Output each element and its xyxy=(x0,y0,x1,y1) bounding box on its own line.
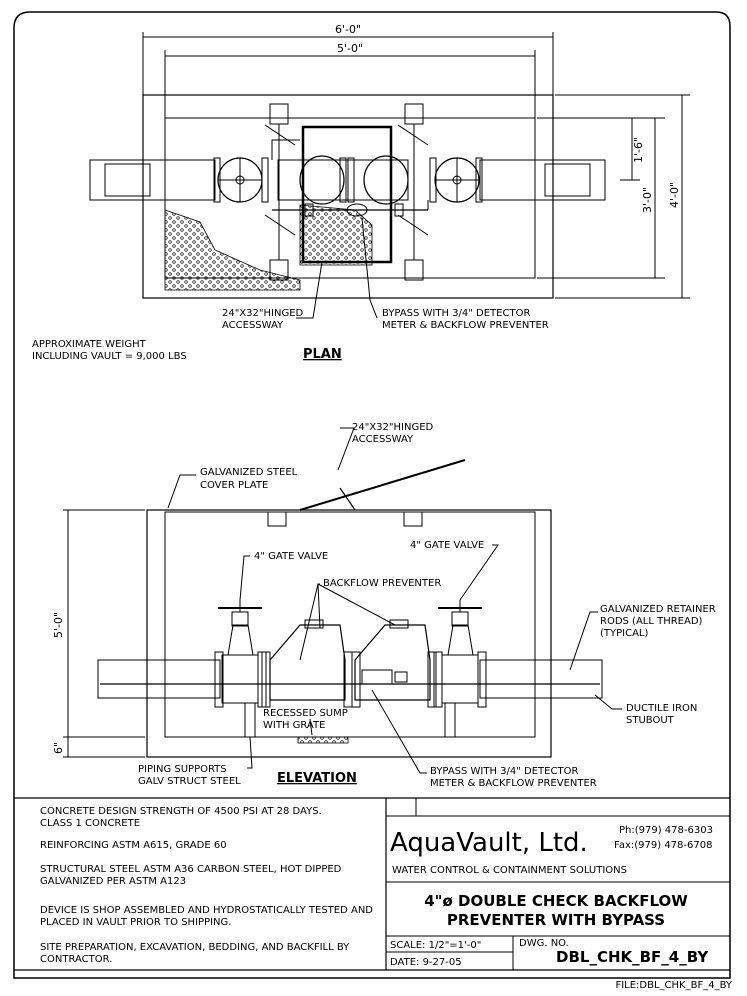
elev-sump-label-1: RECESSED SUMP xyxy=(263,708,348,719)
elev-check-valve-2-icon xyxy=(354,624,431,701)
sheet-border xyxy=(13,11,731,979)
dim-inner-width: 5'-0" xyxy=(337,42,363,55)
note-1-line-1: CONCRETE DESIGN STRENGTH OF 4500 PSI AT … xyxy=(40,806,322,817)
elev-check-valve-1-icon xyxy=(269,624,346,701)
dwg-no-label: DWG. NO. xyxy=(519,938,569,949)
elev-accessway-label-2: ACCESSWAY xyxy=(352,434,414,445)
weight-label-2: INCLUDING VAULT = 9,000 LBS xyxy=(32,351,187,362)
elev-vault-inner xyxy=(164,511,536,738)
plan-view: 6'-0" 5'-0" 1'-6" 3'-0" 4'-0" xyxy=(32,23,690,362)
dim-overall-depth: 4'-0" xyxy=(668,182,681,208)
elev-cover-label-2: COVER PLATE xyxy=(200,480,268,491)
elev-sump-grate xyxy=(297,736,349,744)
drawing-title-1: 4"ø DOUBLE CHECK BACKFLOW xyxy=(424,892,688,910)
note-3-line-1: STRUCTURAL STEEL ASTM A36 CARBON STEEL, … xyxy=(40,864,342,875)
elev-supports-label-2: GALV STRUCT STEEL xyxy=(138,776,241,787)
elev-supports-label-1: PIPING SUPPORTS xyxy=(138,764,227,775)
weight-label-1: APPROXIMATE WEIGHT xyxy=(32,339,147,350)
company-tagline: WATER CONTROL & CONTAINMENT SOLUTIONS xyxy=(392,865,627,876)
dwg-no: DBL_CHK_BF_4_BY xyxy=(556,948,709,966)
plan-check-valve-1-icon xyxy=(299,155,345,205)
company-phone: Ph:(979) 478-6303 xyxy=(619,825,713,836)
note-3-line-2: GALVANIZED PER ASTM A123 xyxy=(40,876,186,887)
elev-cover-label-1: GALVANIZED STEEL xyxy=(200,467,298,478)
note-4-line-2: PLACED IN VAULT PRIOR TO SHIPPING. xyxy=(40,917,231,928)
note-1-line-2: CLASS 1 CONCRETE xyxy=(40,818,140,829)
elev-accessway-label-1: 24"X32"HINGED xyxy=(352,422,434,433)
elev-gate-valve-right-label: 4" GATE VALVE xyxy=(410,540,484,551)
elevation-view: 24"X32"HINGED ACCESSWAY GALVANIZED STEEL… xyxy=(52,422,716,789)
note-5-line-1: SITE PREPARATION, EXCAVATION, BEDDING, A… xyxy=(40,942,350,953)
elev-gate-valve-left-label: 4" GATE VALVE xyxy=(254,551,328,562)
plan-accessway-leader xyxy=(296,261,323,319)
plan-accessway xyxy=(301,125,393,264)
elev-retainer-label-3: (TYPICAL) xyxy=(600,628,648,639)
plan-accessway-label-1: 24"X32"HINGED xyxy=(222,308,304,319)
elevation-title: ELEVATION xyxy=(277,771,357,786)
elev-backflow-label: BACKFLOW PREVENTER xyxy=(323,578,441,589)
plan-vault-inner xyxy=(164,117,536,279)
elev-bypass-label-2: METER & BACKFLOW PREVENTER xyxy=(430,778,597,789)
plan-accessway-label-2: ACCESSWAY xyxy=(222,320,284,331)
elev-sump-label-2: WITH GRATE xyxy=(263,720,325,731)
elev-bypass-label-1: BYPASS WITH 3/4" DETECTOR xyxy=(430,766,578,777)
company-name: AquaVault, Ltd. xyxy=(390,828,588,858)
date-label: DATE: 9-27-05 xyxy=(390,957,462,968)
elev-retainer-label-2: RODS (ALL THREAD) xyxy=(600,616,703,627)
elev-vault-outer xyxy=(146,509,552,758)
dim-inner-depth: 3'-0" xyxy=(641,187,654,213)
plan-title: PLAN xyxy=(303,347,342,362)
elev-ductile-label-1: DUCTILE IRON xyxy=(626,703,697,714)
elev-hinged-lid xyxy=(299,459,466,511)
dim-half-depth: 1'-6" xyxy=(632,137,645,163)
company-fax: Fax:(979) 478-6708 xyxy=(614,840,712,851)
scale-label: SCALE: 1/2"=1'-0" xyxy=(390,940,481,951)
plan-check-valve-2-icon xyxy=(363,155,409,205)
plan-pipe-right xyxy=(479,159,606,201)
plan-bypass-label-1: BYPASS WITH 3/4" DETECTOR xyxy=(382,308,530,319)
elev-dim-height: 5'-0" xyxy=(52,612,65,638)
elev-dim-base: 6" xyxy=(52,742,65,754)
drawing-title-2: PREVENTER WITH BYPASS xyxy=(447,911,665,929)
elev-retainer-label-1: GALVANIZED RETAINER xyxy=(600,604,716,615)
elev-pipe-right xyxy=(479,659,603,699)
notes-and-title-block: CONCRETE DESIGN STRENGTH OF 4500 PSI AT … xyxy=(14,797,730,971)
elev-ductile-label-2: STUBOUT xyxy=(626,715,675,726)
plan-bypass-leader xyxy=(361,217,378,319)
note-2-line-1: REINFORCING ASTM A615, GRADE 60 xyxy=(40,840,227,851)
plan-pipe-left xyxy=(89,159,216,201)
plan-gravel-left xyxy=(164,209,301,291)
plan-gravel-center xyxy=(299,204,373,266)
dim-overall-width: 6'-0" xyxy=(335,23,361,36)
file-label: FILE:DBL_CHK_BF_4_BY xyxy=(615,980,732,991)
plan-bypass-label-2: METER & BACKFLOW PREVENTER xyxy=(382,320,549,331)
note-4-line-1: DEVICE IS SHOP ASSEMBLED AND HYDROSTATIC… xyxy=(40,905,373,916)
note-5-line-2: CONTRACTOR. xyxy=(40,954,112,965)
elev-pipe-left xyxy=(97,659,221,699)
